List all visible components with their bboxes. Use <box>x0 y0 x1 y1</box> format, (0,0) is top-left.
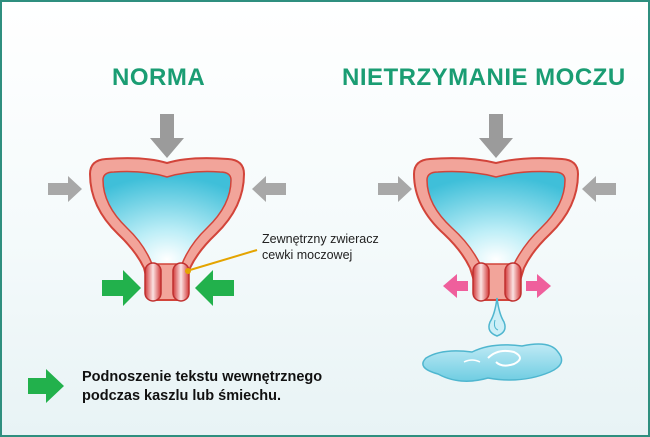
callout-label: Zewnętrzny zwieracz cewki moczowej <box>262 231 412 263</box>
pressure-arrow-down-icon <box>150 114 184 158</box>
legend-green-arrow-icon <box>28 369 64 403</box>
pressure-arrow-left-icon <box>582 176 616 202</box>
legend-line-2: podczas kaszlu lub śmiechu. <box>82 388 282 404</box>
legend-line-1: Podnoszenie tekstu wewnętrznego <box>82 369 323 385</box>
pressure-arrow-right-icon <box>378 176 412 202</box>
pressure-arrow-down-icon <box>479 114 513 158</box>
urine-drop-icon <box>488 297 506 337</box>
pink-arrow-left-icon <box>443 274 468 298</box>
normal-bladder <box>88 157 246 301</box>
callout-line-2: cewki moczowej <box>262 248 353 262</box>
legend-text: Podnoszenie tekstu wewnętrznego podczas … <box>82 368 382 406</box>
pressure-arrow-right-icon <box>48 176 82 202</box>
pressure-arrow-left-icon <box>252 176 286 202</box>
pink-arrow-right-icon <box>526 274 551 298</box>
green-arrow-left-icon <box>195 270 234 306</box>
callout-line <box>185 249 258 274</box>
normal-sphincter-left <box>144 262 162 302</box>
incontinence-sphincter-left <box>472 262 490 302</box>
incontinence-sphincter-right <box>504 262 522 302</box>
urine-puddle-icon <box>422 343 563 382</box>
green-arrow-right-icon <box>102 270 141 306</box>
incontinence-bladder <box>412 157 580 301</box>
title-incontinence: NIETRZYMANIE MOCZU <box>342 64 626 91</box>
title-normal: NORMA <box>112 64 206 91</box>
callout-line-1: Zewnętrzny zwieracz <box>262 232 379 246</box>
normal-sphincter-right <box>172 262 190 302</box>
